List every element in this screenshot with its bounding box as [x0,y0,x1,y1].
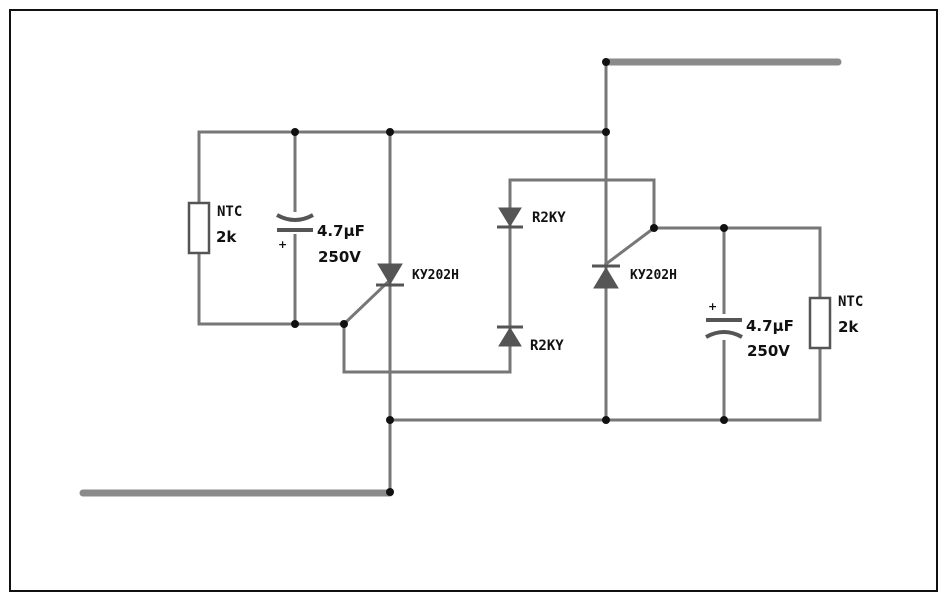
cap-right-voltage: 250V [747,342,790,360]
diagram-frame [9,9,938,592]
thyristor-left [376,263,404,287]
capacitor-left [272,212,318,234]
ntc-left-value: 2k [216,228,237,246]
diode-upper-label: R2KY [532,210,566,226]
thyristor-left-label: КУ202Н [412,268,459,283]
diode-upper [497,207,523,229]
ntc-resistor-left [187,201,211,255]
capacitor-right [701,314,747,340]
cap-left-voltage: 250V [318,248,361,266]
ntc-left-label: NTC [217,204,242,220]
diode-lower [497,325,523,347]
cap-right-value: 4.7µF [746,317,794,335]
wires [197,60,822,495]
cap-left-polarity: + [278,238,287,251]
thyristor-right-label: КУ202Н [630,268,677,283]
ntc-resistor-right [808,296,832,350]
ntc-right-label: NTC [838,294,863,310]
thyristor-right [592,264,620,289]
cap-left-value: 4.7µF [317,222,365,240]
diode-lower-label: R2KY [530,338,564,354]
cap-right-polarity: + [708,300,717,313]
junction-nodes [291,58,728,496]
ntc-right-value: 2k [838,318,859,336]
